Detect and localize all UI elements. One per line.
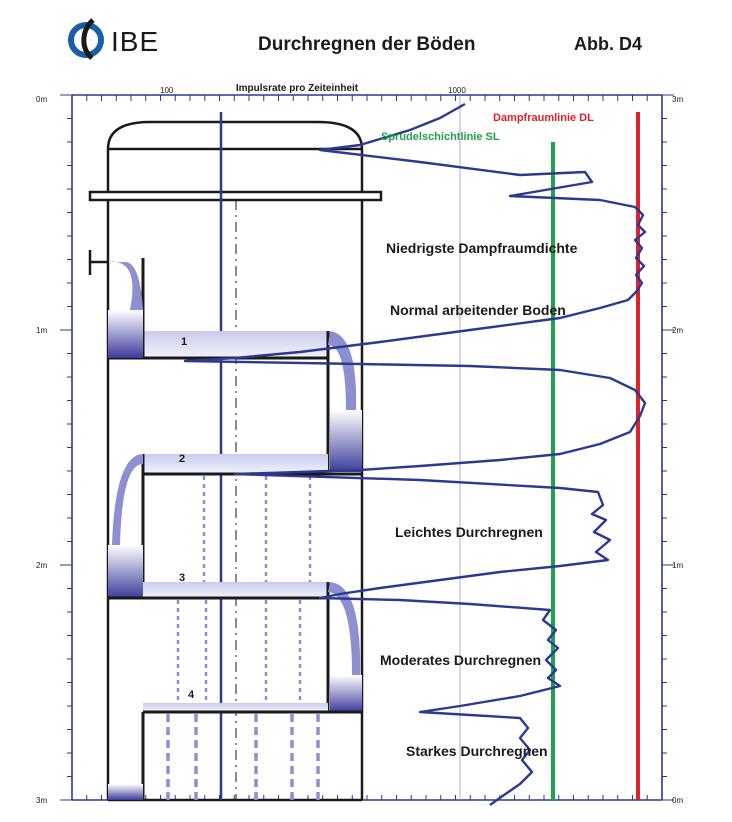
tray-label-3: 3 (179, 572, 185, 584)
zone-label-stark: Starkes Durchregnen (406, 743, 548, 759)
left-tick-3m: 3m (36, 796, 47, 805)
tray-label-2: 2 (179, 453, 185, 465)
figure-reference: Abb. D4 (574, 34, 642, 54)
gamma-scan-curve (183, 102, 647, 806)
left-tick-1m: 1m (36, 326, 47, 335)
weeping-light (202, 476, 312, 582)
tray-3 (108, 582, 362, 712)
zone-label-niedrigste: Niedrigste Dampfraumdichte (386, 240, 578, 256)
zone-label-normal: Normal arbeitender Boden (390, 302, 566, 318)
top-tick-100: 100 (160, 86, 174, 95)
legend-sprudelschichtlinie: Sprudelschichtlinie SL (381, 131, 500, 143)
top-tick-1000: 1000 (448, 86, 466, 95)
downcomer-flow-3 (328, 582, 361, 675)
logo-text: IBE (111, 26, 159, 57)
right-tick-3m: 3m (672, 95, 683, 104)
tray-1 (108, 258, 362, 472)
weeping-strong (166, 714, 320, 800)
ibe-logo: IBE (68, 18, 159, 60)
legend-dampfraumlinie: Dampfraumlinie DL (493, 112, 594, 124)
tray-2 (108, 454, 362, 598)
right-tick-2m: 2m (672, 326, 683, 335)
tray-label-4: 4 (188, 689, 195, 701)
tray-4 (108, 703, 362, 800)
downcomer-flow-2 (112, 454, 143, 545)
downcomer-flow-1 (328, 331, 357, 410)
column-top-dome (106, 120, 364, 150)
weeping-moderate (176, 600, 302, 703)
right-tick-1m: 1m (672, 561, 683, 570)
logo-stroke-icon (81, 18, 95, 60)
column-flange (88, 190, 383, 202)
top-axis-title: Impulsrate pro Zeiteinheit (236, 83, 359, 94)
page-title: Durchregnen der Böden (258, 34, 475, 55)
tray-label-1: 1 (181, 336, 187, 348)
zone-label-leicht: Leichtes Durchregnen (395, 524, 543, 540)
left-tick-2m: 2m (36, 561, 47, 570)
feed-nozzle (88, 250, 108, 275)
zone-label-moderat: Moderates Durchregnen (380, 652, 541, 668)
right-tick-0m: 0m (672, 796, 683, 805)
axis-tick-marks (60, 94, 674, 801)
left-tick-0m: 0m (36, 95, 47, 104)
